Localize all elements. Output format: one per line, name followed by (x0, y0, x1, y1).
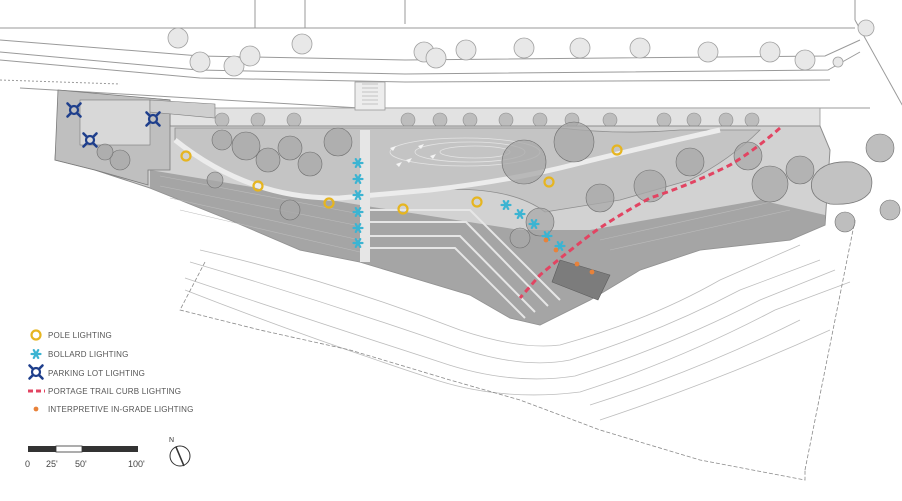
shoreline-contours (184, 244, 851, 421)
north-label: N (169, 437, 175, 444)
bollard-light-7 (500, 200, 512, 210)
in-grade-light-3 (574, 261, 580, 267)
north-arrow-icon (169, 445, 191, 467)
scale-label-50: 50' (75, 459, 87, 469)
promenade-band (169, 81, 821, 128)
in-grade-light-2 (553, 247, 559, 253)
scale-label-25: 25' (46, 459, 58, 469)
bollard-light-2 (352, 174, 364, 184)
bollard-light-3 (352, 190, 364, 200)
bollard-light-5 (352, 223, 364, 233)
pole-light-1 (180, 150, 192, 162)
pole-light-6 (543, 176, 555, 188)
legend-in-grade-icon (33, 406, 39, 412)
site-ground (54, 91, 831, 326)
property-boundary (179, 219, 856, 481)
pole-light-7 (611, 144, 623, 156)
legend-label-pole-lighting: POLE LIGHTING (48, 331, 112, 340)
bollard-light-4 (352, 207, 364, 217)
legend-parking-icon (28, 364, 44, 380)
west-building (54, 89, 216, 186)
seat-markers (390, 144, 436, 167)
pole-light-3 (323, 197, 335, 209)
portage-trail-curb-line (518, 126, 781, 299)
legend-label-interpretive-in-grade-lighting: INTERPRETIVE IN-GRADE LIGHTING (48, 405, 194, 414)
lighting-layer (66, 102, 781, 299)
legend-label-portage-trail-curb-lighting: PORTAGE TRAIL CURB LIGHTING (48, 387, 182, 396)
in-grade-light-4 (589, 269, 595, 275)
scale-label-0: 0 (25, 459, 31, 469)
street-trees (167, 19, 875, 77)
bollard-light-6 (352, 238, 364, 248)
pole-light-4 (397, 203, 409, 215)
legend-label-parking-lot-lighting: PARKING LOT LIGHTING (48, 369, 146, 378)
parking-light-2 (145, 111, 161, 127)
bollard-light-11 (554, 241, 566, 251)
pond (811, 161, 873, 205)
in-grade-light-1 (543, 237, 549, 243)
pole-light-5 (471, 196, 483, 208)
site-trees (96, 121, 901, 249)
parking-light-3 (82, 132, 98, 148)
legend-label-bollard-lighting: BOLLARD LIGHTING (48, 350, 129, 359)
parking-light-1 (66, 102, 82, 118)
legend-bollard-icon (30, 349, 42, 359)
legend-pole-icon (30, 329, 42, 341)
bollard-light-9 (528, 219, 540, 229)
scale-label-100: 100' (128, 459, 145, 469)
legend-symbols (28, 329, 45, 412)
scale-bar (28, 445, 138, 453)
bollard-light-1 (352, 158, 364, 168)
bollard-light-8 (514, 209, 526, 219)
pole-light-2 (252, 180, 264, 192)
